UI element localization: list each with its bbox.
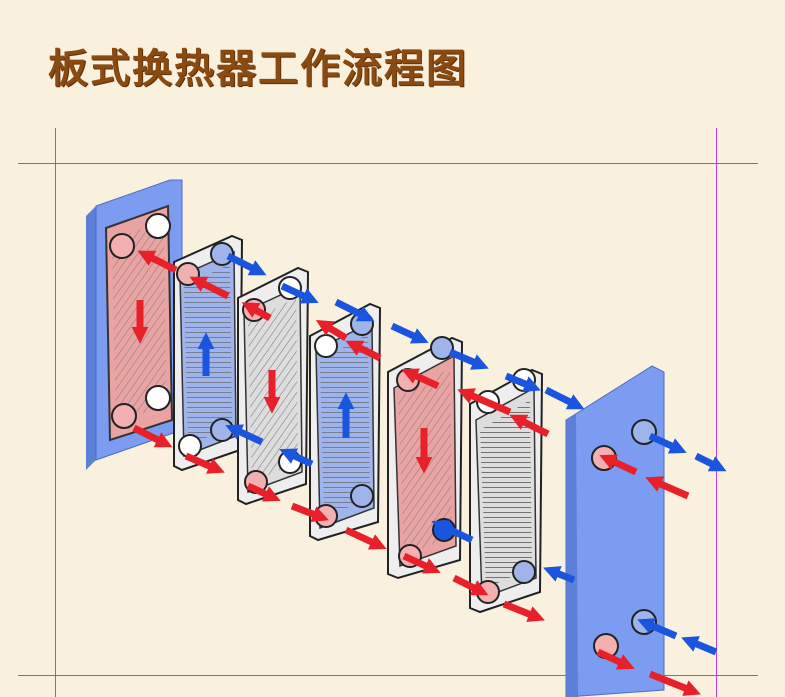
hot-arrow <box>502 600 545 622</box>
hot-arrow <box>189 276 230 300</box>
page-title: 板式换热器工作流程图 <box>48 46 468 92</box>
hot-arrow <box>344 526 387 550</box>
cold-flow-arrows <box>197 252 727 656</box>
hot-arrow <box>509 414 550 438</box>
guide-line-right <box>716 128 717 697</box>
hot-flow-arrows <box>131 250 701 696</box>
cold-arrow <box>504 372 541 392</box>
guide-line-bottom <box>18 675 758 676</box>
hot-arrow <box>290 502 329 523</box>
cold-arrow <box>280 282 319 304</box>
guide-line-top <box>18 163 758 164</box>
hot-arrow <box>315 319 348 342</box>
hot-arrow <box>645 476 690 500</box>
cold-arrow <box>543 566 576 584</box>
cold-arrow <box>694 452 727 472</box>
movable-pressure-plate <box>565 365 665 697</box>
hot-arrow <box>246 482 281 502</box>
cold-arrow <box>544 386 585 410</box>
hot-arrow <box>137 250 178 274</box>
fixed-frame-plate <box>86 179 183 470</box>
cold-arrow <box>390 322 429 344</box>
hot-arrow <box>401 368 440 390</box>
hot-arrow <box>132 424 173 448</box>
hot-arrow <box>345 340 382 362</box>
hot-arrow <box>596 648 635 670</box>
cold-arrow <box>637 618 678 640</box>
cold-arrow <box>431 520 474 544</box>
cold-arrow <box>226 252 267 276</box>
cold-arrow <box>448 348 489 370</box>
hot-arrow <box>457 388 512 416</box>
hot-arrow <box>402 552 441 574</box>
cold-arrow <box>681 636 718 656</box>
hot-arrow <box>241 302 272 322</box>
hot-arrow <box>648 670 701 696</box>
cold-arrow <box>225 424 264 446</box>
hot-arrow <box>184 452 225 474</box>
cold-arrow <box>648 432 687 454</box>
cold-arrow <box>334 298 375 322</box>
heat-transfer-plate-5 <box>469 368 544 614</box>
guide-line-left <box>55 128 56 697</box>
cold-arrow <box>279 448 314 468</box>
hot-arrow <box>599 454 638 476</box>
hot-arrow <box>452 574 489 596</box>
